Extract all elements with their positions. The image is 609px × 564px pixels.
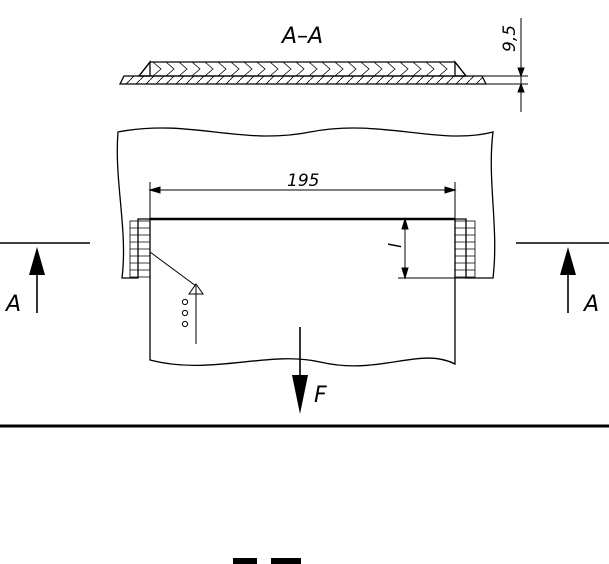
section-weld-right (454, 60, 468, 77)
overlap-dim-label: l (386, 243, 406, 248)
lower-plate (149, 218, 456, 367)
weld-hatching-right (454, 220, 476, 278)
force-arrow (292, 327, 308, 414)
cropped-glyph-fragments (233, 558, 301, 564)
weld-hatching-left (129, 220, 151, 278)
cut-marker-right-label: A (582, 292, 599, 317)
section-title: A–A (280, 24, 323, 49)
width-dimension (148, 182, 457, 219)
thickness-dimension (482, 18, 528, 112)
cut-marker-left (0, 242, 90, 313)
weld-symbol (149, 251, 204, 344)
section-weld-left (137, 60, 151, 77)
section-top-plate-hatching (152, 61, 448, 77)
thickness-dim-label: 9,5 (500, 25, 520, 52)
force-label: F (314, 383, 327, 408)
cut-marker-left-label: A (4, 292, 21, 317)
width-dim-label: 195 (287, 171, 319, 191)
upper-plate (116, 127, 496, 279)
section-top-plate (137, 61, 468, 77)
cut-marker-right (516, 242, 609, 313)
section-view (118, 60, 488, 85)
section-bottom-plate (118, 75, 488, 85)
overlap-dimension (398, 217, 466, 280)
plan-view (116, 127, 496, 367)
